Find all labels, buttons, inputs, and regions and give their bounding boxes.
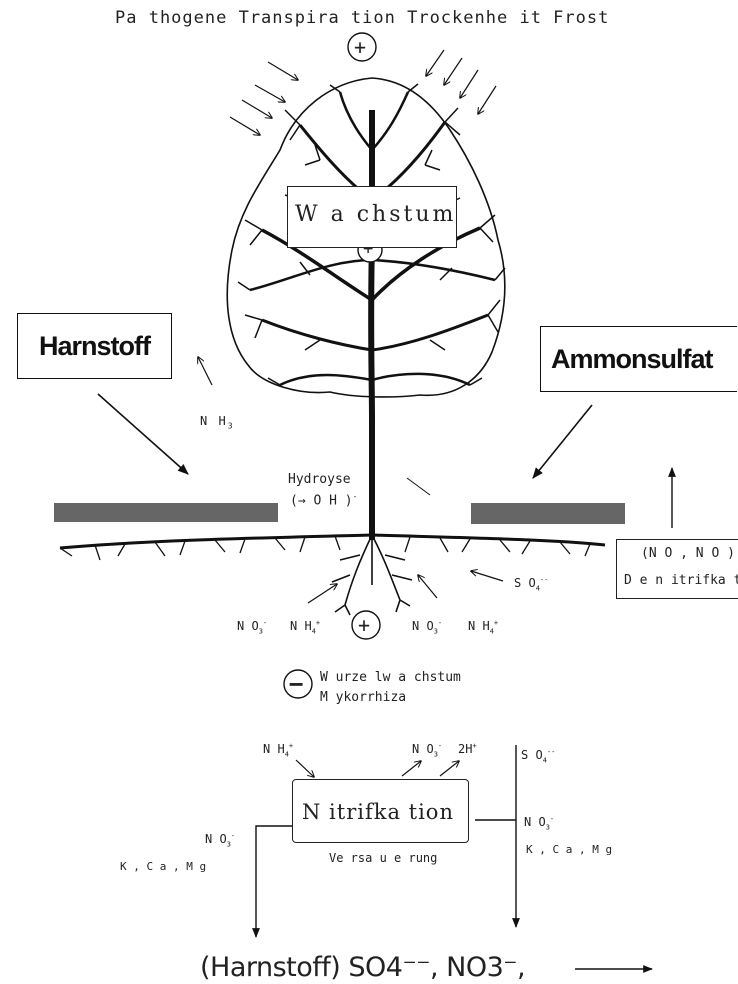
nitri-no3-text: N O bbox=[412, 742, 434, 756]
circle-signs bbox=[284, 33, 382, 698]
right-no3-sub: 3 bbox=[546, 823, 550, 831]
left-no3-sup: - bbox=[231, 832, 235, 840]
stress-factors-label: Pa thogene Transpira tion Trockenhe it F… bbox=[115, 8, 609, 28]
oh-label: (→ O H )- bbox=[290, 492, 357, 508]
mykorrhiza-label: M ykorrhiza bbox=[320, 690, 406, 705]
no3-out-arrow bbox=[402, 761, 421, 776]
nitri-nh4-sup: + bbox=[289, 742, 293, 750]
nh4-root-left: N H4+ bbox=[290, 619, 320, 635]
so4-superscript: -- bbox=[540, 576, 548, 584]
left-no3-sub: 3 bbox=[227, 840, 231, 848]
plus-sign-roots: + bbox=[358, 613, 370, 637]
bottom-summary: (Harnstoff) SO4⁻⁻, NO3⁻, bbox=[200, 952, 525, 983]
right-no3-text: N O bbox=[524, 815, 546, 829]
root-system bbox=[60, 535, 605, 615]
nitri-2h-text: 2H bbox=[458, 742, 472, 756]
wachstum-label: W a chstum bbox=[295, 202, 456, 227]
ammonsulfat-box: Ammonsulfat bbox=[540, 326, 737, 392]
nitri-2h-label: 2H+ bbox=[458, 742, 477, 756]
nh3-subscript: 3 bbox=[228, 421, 235, 430]
nh4-root-right-text: N H bbox=[468, 619, 490, 633]
hydrolyse-label: Hydroyse bbox=[288, 472, 351, 487]
h-out-arrow bbox=[440, 761, 459, 776]
nitri-so4-label: S O4-- bbox=[521, 748, 555, 764]
nitri-so4-text: S O bbox=[521, 748, 543, 762]
uptake-arrow-right bbox=[418, 575, 437, 598]
harnstoff-arrow bbox=[98, 394, 188, 474]
nh4-in-arrow bbox=[296, 760, 314, 777]
nh4-root-left-sup: + bbox=[316, 619, 320, 627]
plus-sign-top: + bbox=[354, 35, 366, 59]
so4-subscript: 4 bbox=[536, 584, 540, 592]
right-no3-sup: - bbox=[550, 815, 554, 823]
hydrolysis-arrow bbox=[407, 478, 430, 495]
harnstoff-box: Harnstoff bbox=[17, 313, 172, 379]
so4-label: S O4-- bbox=[514, 576, 548, 592]
stress-arrows bbox=[230, 50, 496, 135]
nitri-no3-label: N O3- bbox=[412, 742, 442, 758]
no3-root-right: N O3- bbox=[412, 619, 442, 635]
no3-root-left: N O3- bbox=[237, 619, 267, 635]
nh4-root-right: N H4+ bbox=[468, 619, 498, 635]
harnstoff-label: Harnstoff bbox=[39, 331, 150, 362]
nitri-no3-sup: - bbox=[438, 742, 442, 750]
n2o-label: (N O , N O ) bbox=[641, 546, 735, 561]
fertilizer-bar-left bbox=[54, 503, 278, 522]
no3-root-left-sup: - bbox=[263, 619, 267, 627]
ammonsulfat-label: Ammonsulfat bbox=[551, 344, 713, 375]
right-no3-label: N O3- bbox=[524, 815, 554, 831]
denitrifikation-label: D e n itrifka tion bbox=[624, 573, 738, 588]
fertilizer-bar-right bbox=[471, 503, 625, 524]
nh3-text: N H bbox=[200, 414, 228, 428]
oh-superscript: - bbox=[353, 492, 358, 501]
nh3-label: N H3 bbox=[200, 414, 235, 430]
versauerung-label: Ve rsa u e rung bbox=[329, 851, 437, 865]
tree-crown bbox=[227, 78, 505, 540]
leach-left-line bbox=[256, 826, 292, 937]
oh-text: (→ O H ) bbox=[290, 493, 353, 508]
no3-root-right-sup: - bbox=[438, 619, 442, 627]
no3-root-left-sub: 3 bbox=[259, 627, 263, 635]
nitri-so4-sup: -- bbox=[547, 748, 555, 756]
nitri-2h-sup: + bbox=[472, 742, 476, 750]
nitri-nh4-label: N H4+ bbox=[263, 742, 293, 758]
no3-root-left-text: N O bbox=[237, 619, 259, 633]
uptake-arrow-left bbox=[308, 584, 337, 603]
nh4-root-left-sub: 4 bbox=[312, 627, 316, 635]
nh3-arrow bbox=[198, 357, 212, 385]
nitrifikation-label: N itrifka tion bbox=[302, 800, 454, 824]
left-no3-text: N O bbox=[205, 832, 227, 846]
nitri-nh4-sub: 4 bbox=[285, 750, 289, 758]
nh4-root-right-sub: 4 bbox=[490, 627, 494, 635]
ammonsulfat-arrow bbox=[533, 405, 592, 478]
minus-sign-roots: − bbox=[289, 670, 303, 698]
nitri-nh4-text: N H bbox=[263, 742, 285, 756]
so4-arrow bbox=[471, 571, 503, 581]
nitri-so4-sub: 4 bbox=[543, 756, 547, 764]
no3-root-right-text: N O bbox=[412, 619, 434, 633]
left-cations-label: K , C a , M g bbox=[120, 860, 206, 873]
nitri-no3-sub: 3 bbox=[434, 750, 438, 758]
nh4-root-right-sup: + bbox=[494, 619, 498, 627]
so4-text: S O bbox=[514, 576, 536, 590]
left-no3-label: N O3- bbox=[205, 832, 235, 848]
right-cations-label: K , C a , M g bbox=[526, 843, 612, 856]
no3-root-right-sub: 3 bbox=[434, 627, 438, 635]
wurzelwachstum-label: W urze lw a chstum bbox=[320, 670, 461, 685]
nh4-root-left-text: N H bbox=[290, 619, 312, 633]
